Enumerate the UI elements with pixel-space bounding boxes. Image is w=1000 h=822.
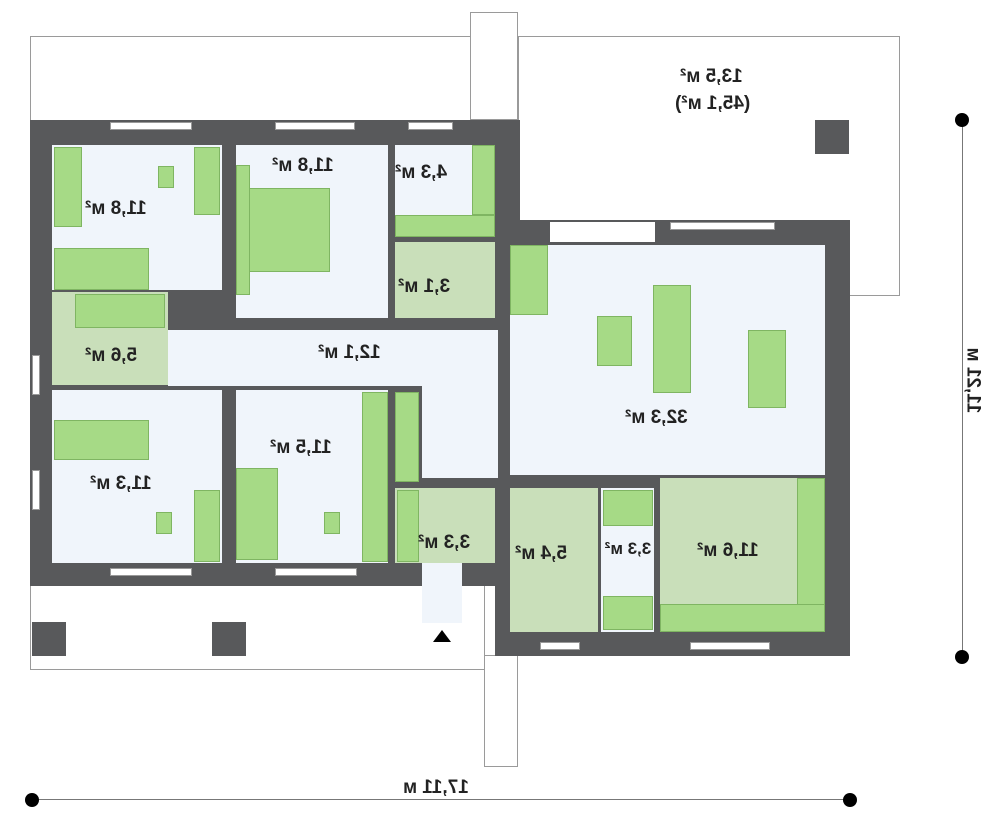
bed <box>54 248 149 290</box>
dimension-endpoint <box>843 793 857 807</box>
desk-chair <box>158 166 174 188</box>
area-label-living: 32,3 м² <box>625 407 688 428</box>
area-label-bathroom: 5,6 м² <box>85 345 138 366</box>
bed <box>248 188 330 272</box>
dimension-endpoint <box>955 113 969 127</box>
area-label-bedroom-bottom-left: 11,3 м² <box>90 473 152 494</box>
area-label-wc: 3,1 м² <box>398 276 451 297</box>
area-label-bedroom-top-center: 11,8 м² <box>272 155 334 176</box>
window <box>690 642 770 650</box>
coffee-table <box>597 316 632 366</box>
room-wc <box>395 242 495 318</box>
dimension-endpoint <box>955 650 969 664</box>
wardrobe <box>603 490 653 526</box>
wardrobe <box>397 490 419 562</box>
window <box>110 568 192 576</box>
column <box>32 622 66 656</box>
area-label-kitchen: 11,6 м² <box>697 540 759 561</box>
area-label-utility: 5,4 м² <box>515 543 568 564</box>
wardrobe <box>362 392 388 562</box>
window <box>408 122 453 130</box>
wardrobe <box>603 596 653 630</box>
column <box>212 622 246 656</box>
shelf <box>395 215 495 237</box>
window <box>540 642 580 650</box>
window <box>110 122 192 130</box>
area-label-dressing: 4,3 м² <box>395 162 448 183</box>
porch-post <box>484 655 518 767</box>
area-label-bedroom-top-left: 11,8 м² <box>85 198 147 219</box>
wardrobe <box>194 147 220 215</box>
dining-table <box>748 330 786 408</box>
area-label-pantry: 3,3 м² <box>604 539 652 558</box>
area-label-vestibule: 3,3 м² <box>418 532 471 553</box>
dimension-endpoint <box>25 793 39 807</box>
window <box>32 355 40 395</box>
wardrobe <box>395 392 419 482</box>
area-label-hall: 12,1 м² <box>318 342 381 363</box>
area-label-terrace-total: (45,1 м²) <box>675 93 751 114</box>
chimney-box <box>470 12 518 120</box>
room-hall-ext <box>422 330 498 478</box>
patio-door <box>550 222 655 242</box>
area-label-bedroom-bottom-center: 11,5 м² <box>270 437 332 458</box>
desk-chair <box>324 512 340 534</box>
depth-dimension-line <box>962 120 963 657</box>
wardrobe <box>236 165 250 295</box>
wardrobe <box>194 490 220 562</box>
bathtub <box>75 294 165 328</box>
wardrobe <box>472 145 495 215</box>
wardrobe <box>54 147 82 227</box>
entry-passage <box>422 563 462 623</box>
porch <box>30 585 485 670</box>
fireplace <box>510 245 548 315</box>
window <box>275 122 355 130</box>
column <box>815 120 849 154</box>
width-dimension-label: 17,11 м <box>403 777 469 798</box>
desk-chair <box>156 512 172 534</box>
kitchen-counter <box>660 604 825 632</box>
entrance-arrow-icon <box>433 630 451 642</box>
window <box>32 470 40 510</box>
depth-dimension-label: 11,21 м <box>962 347 984 414</box>
bed <box>236 468 278 560</box>
room-bedroom-bottom-left <box>52 390 222 563</box>
window <box>275 568 357 576</box>
window <box>670 222 775 230</box>
area-label-terrace: 13,5 м² <box>680 66 743 87</box>
width-dimension-line <box>32 799 850 800</box>
bed <box>54 420 149 460</box>
sofa <box>653 285 691 393</box>
terrace-left-top <box>30 36 500 126</box>
room-utility <box>510 488 598 632</box>
